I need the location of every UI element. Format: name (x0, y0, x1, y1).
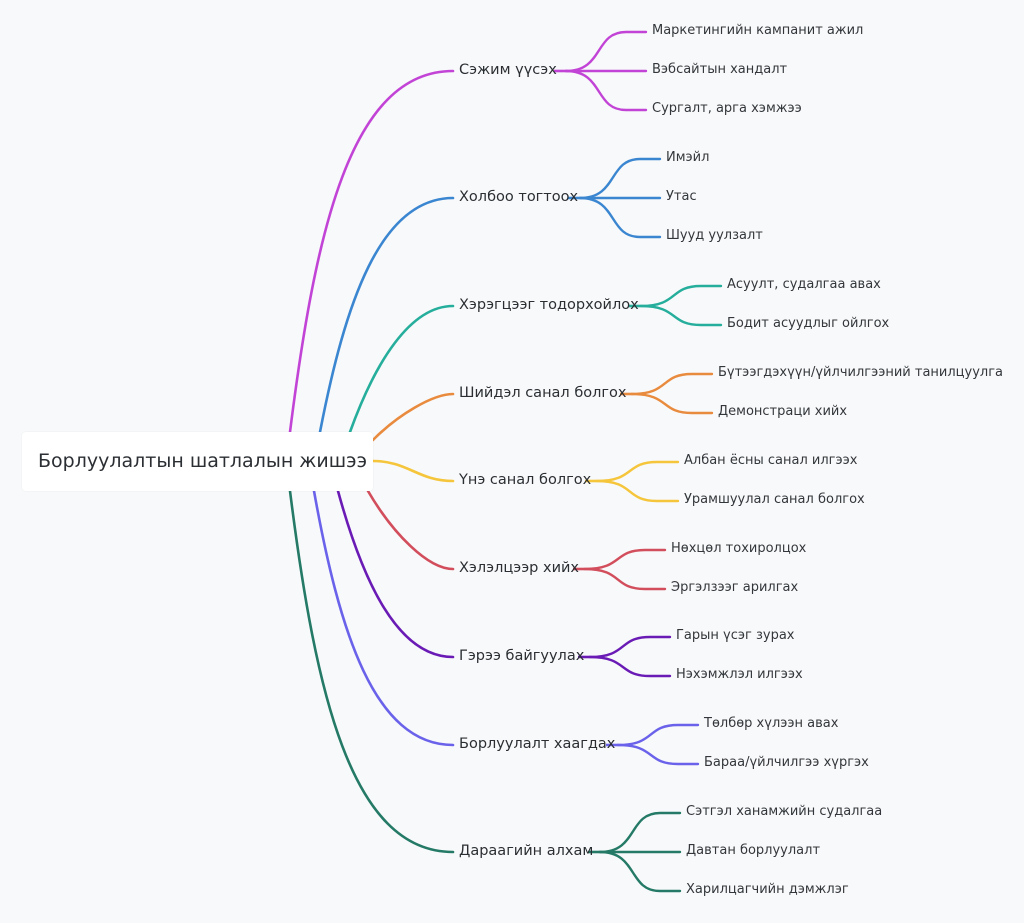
branch-node-label[interactable]: Сэжим үүсэх (459, 62, 557, 78)
leaf-node-label[interactable]: Бүтээгдэхүүн/үйлчилгээний танилцуулга (718, 365, 1004, 380)
leaf-node-label[interactable]: Албан ёсны санал илгээх (684, 453, 858, 468)
leaf-node-label[interactable]: Имэйл (666, 150, 710, 165)
branch-connector (348, 304, 455, 434)
leaf-connector (564, 30, 648, 73)
leaf-node-label[interactable]: Урамшуулал санал болгох (684, 492, 865, 507)
leaf-node-label[interactable]: Нэхэмжлэл илгээх (676, 667, 803, 682)
leaf-node-label[interactable]: Бодит асуудлыг ойлгох (727, 316, 890, 331)
branch-node-label[interactable]: Гэрээ байгуулах (459, 648, 585, 664)
leaf-node-label[interactable]: Гарын үсэг зурах (676, 628, 795, 643)
leaf-connector (588, 655, 672, 678)
branch-node-label[interactable]: Хэрэгцээг тодорхойлох (459, 297, 639, 313)
leaf-node-label[interactable]: Шууд уулзалт (666, 228, 763, 243)
branch-connector (366, 489, 455, 571)
leaf-node-label[interactable]: Маркетингийн кампанит ажил (652, 23, 864, 38)
leaf-node-label[interactable]: Бараа/үйлчилгээ хүргэх (704, 755, 869, 770)
branch-connector (312, 489, 455, 747)
leaf-connector (583, 567, 667, 591)
leaf-node-label[interactable]: Асуулт, судалгаа авах (727, 277, 881, 292)
leaf-connector (598, 850, 682, 893)
leaf-connector (595, 460, 680, 483)
leaf-connector (616, 723, 700, 747)
leaf-node-label[interactable]: Давтан борлуулалт (686, 843, 821, 858)
leaf-node-label[interactable]: Утас (666, 189, 697, 204)
branch-connector (371, 459, 455, 483)
leaf-connector (578, 157, 662, 200)
leaf-connector (630, 392, 714, 415)
leaf-node-label[interactable]: Эргэлзээг арилгах (671, 580, 799, 595)
branch-node-label[interactable]: Борлуулалт хаагдах (459, 736, 616, 752)
leaf-connector (564, 69, 648, 112)
branch-node-label[interactable]: Холбоо тогтоох (459, 189, 579, 205)
leaf-node-label[interactable]: Нөхцөл тохиролцох (671, 541, 807, 556)
branch-connector (318, 196, 455, 434)
leaf-node-label[interactable]: Сэтгэл ханамжийн судалгаа (686, 804, 883, 819)
leaf-connector (630, 372, 714, 396)
branch-connector (371, 392, 455, 442)
leaf-connector (583, 548, 667, 571)
branch-connector (336, 489, 455, 659)
leaf-node-label[interactable]: Сургалт, арга хэмжээ (652, 101, 802, 116)
branch-connector (288, 489, 455, 854)
leaf-connector (598, 811, 682, 854)
root-node-label: Борлуулалтын шатлалын жишээ (38, 450, 368, 472)
leaf-connector (616, 743, 700, 766)
leaf-node-label[interactable]: Төлбөр хүлээн авах (704, 716, 839, 731)
root-node[interactable] (22, 432, 373, 491)
leaf-connector (639, 304, 723, 327)
branch-node-label[interactable]: Дараагийн алхам (459, 843, 594, 859)
leaf-node-label[interactable]: Демонстраци хийх (718, 404, 848, 419)
branch-connector (288, 69, 455, 434)
leaf-connector (578, 196, 662, 239)
leaf-connector (595, 479, 680, 503)
branch-node-label[interactable]: Үнэ санал болгох (459, 472, 592, 488)
leaf-connector (639, 284, 723, 308)
branch-node-label[interactable]: Хэлэлцээр хийх (459, 560, 579, 576)
leaf-node-label[interactable]: Вэбсайтын хандалт (652, 62, 788, 77)
branch-node-label[interactable]: Шийдэл санал болгох (459, 385, 627, 401)
leaf-node-label[interactable]: Харилцагчийн дэмжлэг (686, 882, 849, 897)
leaf-connector (588, 635, 672, 659)
